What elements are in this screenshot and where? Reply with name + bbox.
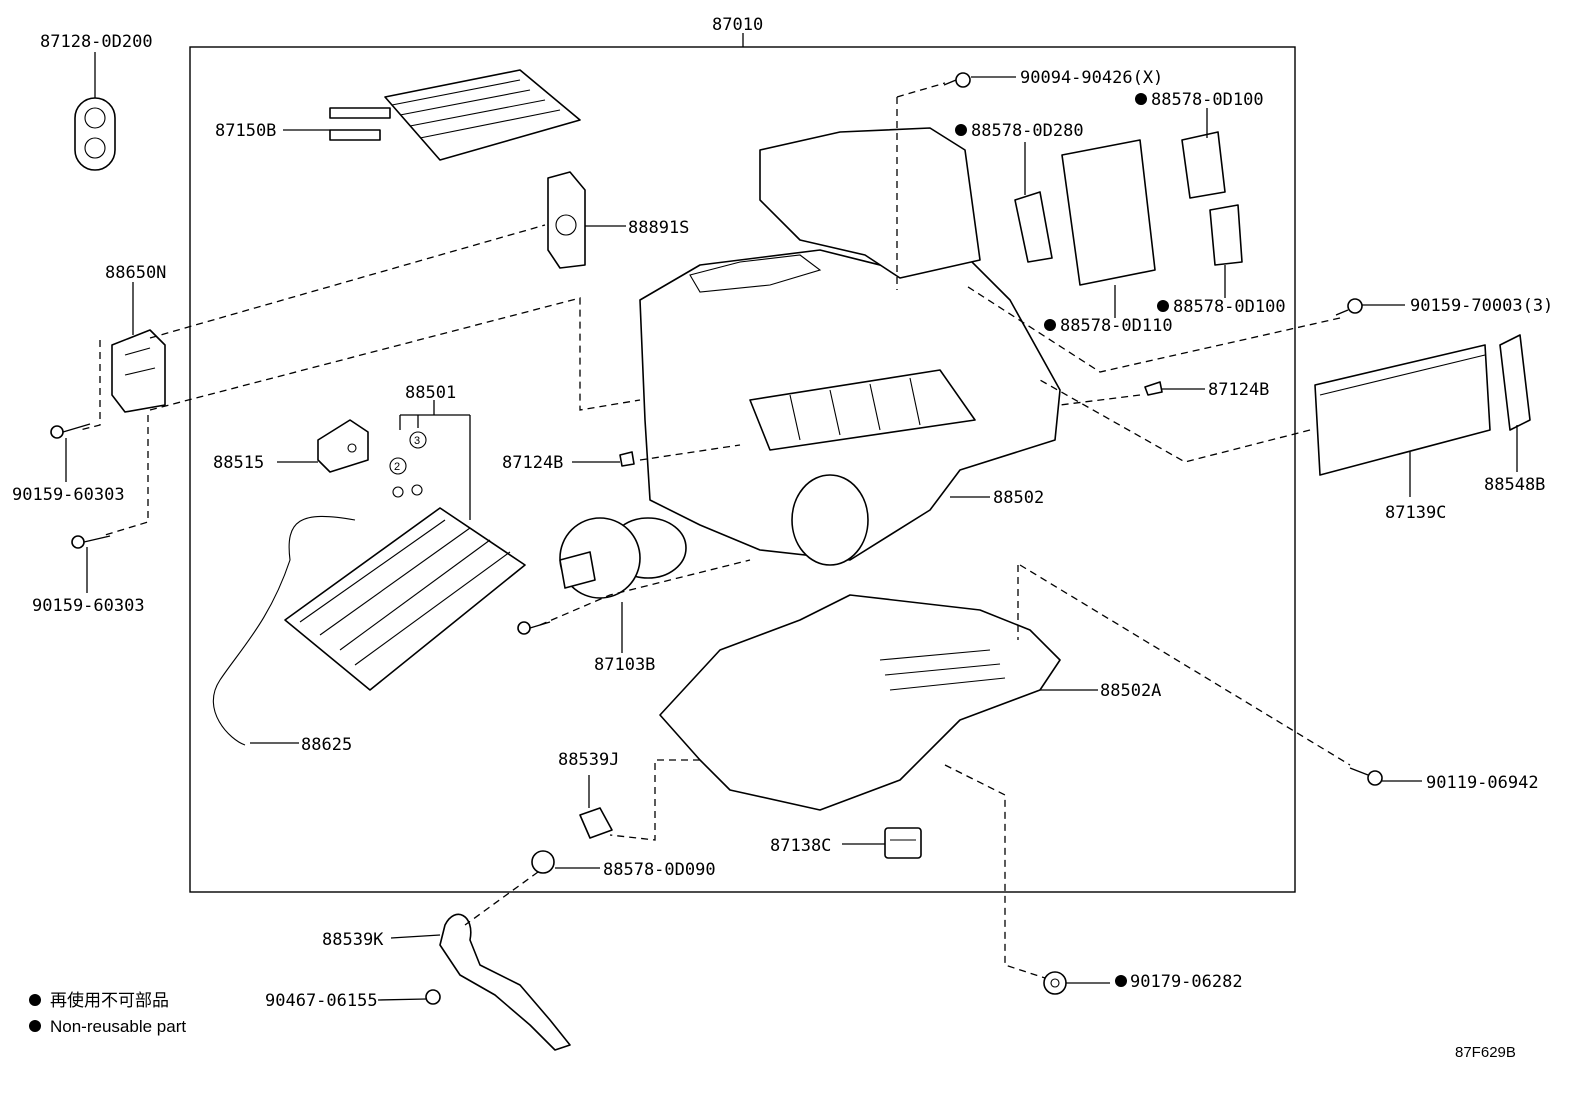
grommet-part-icon: [74, 97, 116, 171]
label-88625: 88625: [301, 735, 352, 755]
label-88891s: 88891S: [628, 218, 689, 238]
label-88539j: 88539J: [558, 750, 619, 770]
clip-part-icon: [425, 989, 441, 1005]
non-reusable-mark: [955, 124, 967, 136]
label-88578-0d110: 88578-0D110: [1060, 316, 1173, 336]
callout-3: 3: [409, 431, 427, 449]
label-88539k: 88539K: [322, 930, 384, 950]
label-88578-0d100-bottom: 88578-0D100: [1173, 297, 1286, 317]
legend-text-en: Non-reusable part: [50, 1017, 186, 1036]
label-90159-70003: 90159-70003(3): [1410, 296, 1553, 316]
non-reusable-mark: [1157, 300, 1169, 312]
screw-part-icon: [1335, 298, 1363, 316]
blower-motor-part-icon: [559, 517, 687, 599]
label-87124b-right: 87124B: [1208, 380, 1269, 400]
label-88578-0d090: 88578-0D090: [603, 860, 716, 880]
label-87150b: 87150B: [215, 121, 276, 141]
non-reusable-mark: [1115, 975, 1127, 987]
drain-part-icon: [579, 807, 613, 839]
connector-part-icon: [884, 827, 922, 859]
label-88578-0d100-top: 88578-0D100: [1151, 90, 1264, 110]
svg-text:3: 3: [414, 435, 420, 447]
packing-part-icon: [1061, 139, 1156, 286]
label-90179-06282: 90179-06282: [1130, 972, 1243, 992]
thermistor-part-icon: [317, 419, 369, 473]
nut-part-icon: [1043, 971, 1067, 995]
label-88502: 88502: [993, 488, 1044, 508]
amplifier-part-icon: [111, 329, 166, 413]
seal-part-icon: [1014, 191, 1053, 263]
label-90119-06942: 90119-06942: [1426, 773, 1539, 793]
label-90094-90426: 90094-90426(X): [1020, 68, 1163, 88]
damper-servo-part-icon: [547, 171, 586, 269]
screw-part-icon: [50, 423, 91, 439]
filter-cover-part-icon: [1499, 334, 1531, 431]
label-90467-06155: 90467-06155: [265, 991, 378, 1011]
label-90159-60303-b: 90159-60303: [32, 596, 145, 616]
air-filter-part-icon: [1314, 344, 1491, 476]
label-87139c: 87139C: [1385, 503, 1446, 523]
legend-dot-jp: [29, 994, 41, 1006]
clip-part-icon: [1144, 381, 1163, 396]
heater-core-part-icon: [329, 69, 581, 161]
lower-case-part-icon: [659, 594, 1061, 811]
drain-hose-part-icon: [439, 913, 571, 1051]
non-reusable-mark: [1135, 93, 1147, 105]
svg-text:2: 2: [394, 461, 400, 473]
non-reusable-mark: [1044, 319, 1056, 331]
grommet-part-icon: [531, 850, 555, 874]
screw-part-icon: [517, 621, 551, 635]
label-88650n: 88650N: [105, 263, 166, 283]
label-87010: 87010: [712, 15, 763, 35]
ac-unit-housing-part-icon: [639, 127, 1061, 566]
label-90159-60303-a: 90159-60303: [12, 485, 125, 505]
label-88501: 88501: [405, 383, 456, 403]
diagram-code: 87F629B: [1455, 1044, 1516, 1061]
label-87103b: 87103B: [594, 655, 655, 675]
clip-part-icon: [619, 451, 635, 467]
legend-text-jp: 再使用不可部品: [50, 990, 169, 1010]
pad-part-icon: [1209, 204, 1243, 266]
screw-part-icon: [943, 72, 971, 88]
label-88578-0d280: 88578-0D280: [971, 121, 1084, 141]
legend-dot-en: [29, 1020, 41, 1032]
screw-part-icon: [71, 535, 111, 549]
screw-part-icon: [1349, 767, 1383, 786]
label-88515: 88515: [213, 453, 264, 473]
callout-2: 2: [389, 457, 407, 475]
label-88548b: 88548B: [1484, 475, 1545, 495]
o-ring-part-icon: [392, 484, 423, 498]
label-87124b-left: 87124B: [502, 453, 563, 473]
pad-part-icon: [1181, 131, 1226, 199]
label-88502a: 88502A: [1100, 681, 1161, 701]
label-87128-0d200: 87128-0D200: [40, 32, 153, 52]
label-87138c: 87138C: [770, 836, 831, 856]
evaporator-part-icon: [212, 507, 526, 746]
